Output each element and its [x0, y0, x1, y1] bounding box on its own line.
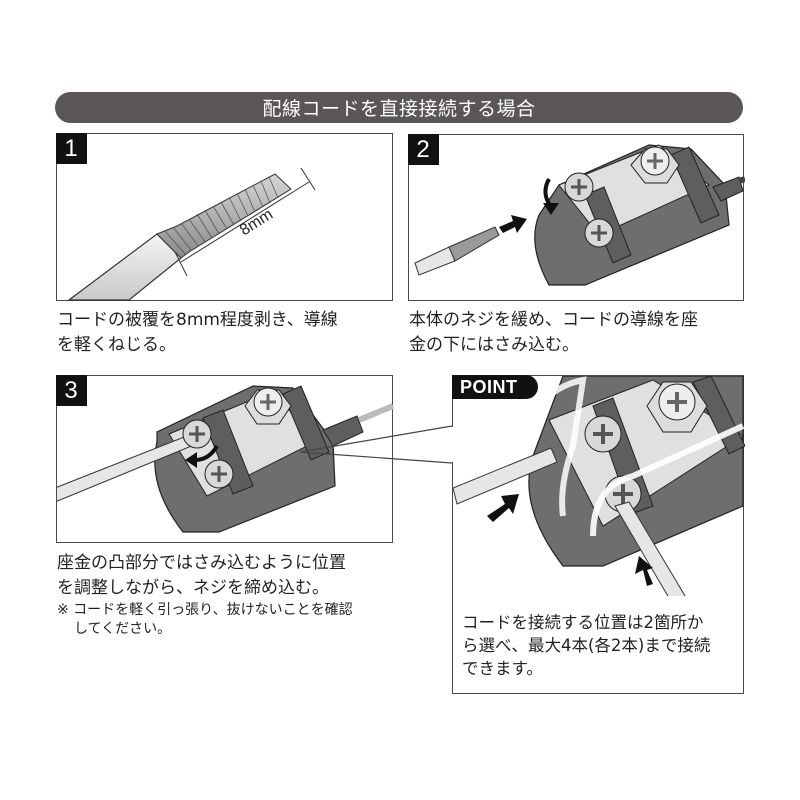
loosen-arrow-icon — [543, 178, 553, 209]
step-1-badge: 1 — [55, 132, 87, 164]
step-3-note: ※ コードを軽く引っ張り、抜けないことを確認 してください。 — [57, 602, 353, 637]
stripped-wire-illustration — [67, 167, 316, 301]
insert-arrow-bottom-icon — [635, 556, 653, 586]
section-title-bar: 配線コードを直接接続する場合 — [55, 92, 743, 123]
terminal-tighten-illustration — [57, 385, 394, 533]
step-3-caption: 座金の凸部分ではさみ込むように位置 を調整しながら、ネジを締め込む。 — [57, 553, 346, 598]
step-1-caption: コードの被覆を8mm程度剥き、導線 を軽くねじる。 — [57, 310, 338, 355]
step-3-badge: 3 — [55, 374, 87, 406]
section-title: 配線コードを直接接続する場合 — [262, 98, 536, 120]
terminal-multi-wire-illustration — [453, 376, 745, 596]
point-badge: POINT — [452, 375, 538, 399]
point-panel: コードを接続する位置は2箇所か ら選べ、最大4本(各2本)まで接続 できます。 — [452, 375, 745, 694]
step-2-panel: 2 — [407, 133, 745, 301]
step-2-badge: 2 — [407, 133, 439, 165]
insert-arrow-left-icon — [487, 494, 519, 522]
insert-arrow-icon — [499, 215, 527, 233]
step-3-panel: 3 — [55, 374, 394, 543]
terminal-insert-illustration — [414, 144, 745, 286]
step-1-panel: 1 8mm — [55, 132, 393, 301]
tighten-arrow-icon — [194, 444, 219, 462]
step-2-caption: 本体のネジを緩め、コードの導線を座 金の下にはさみ込む。 — [409, 310, 698, 355]
point-caption: コードを接続する位置は2箇所か ら選べ、最大4本(各2本)まで接続 できます。 — [462, 613, 711, 678]
